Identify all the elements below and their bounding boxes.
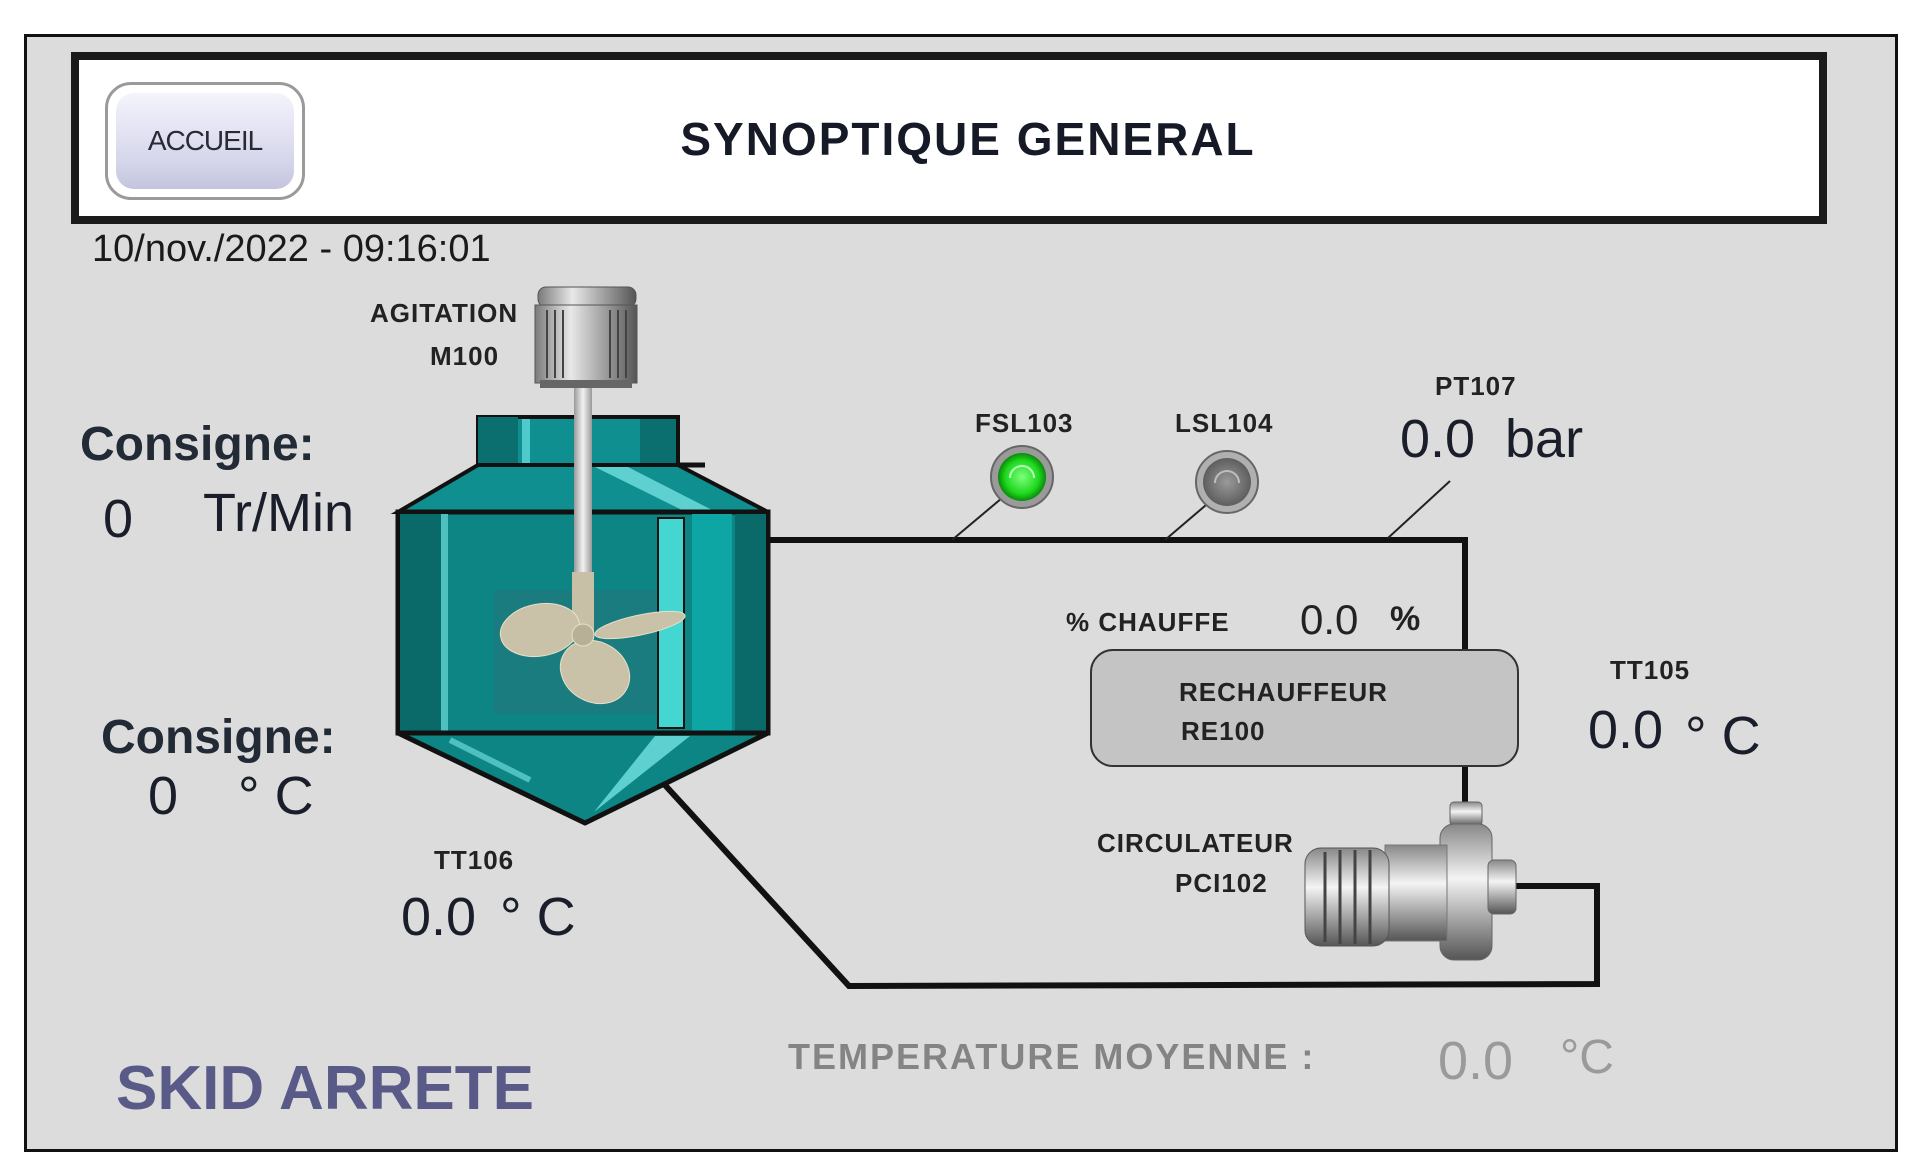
agitator-motor-icon xyxy=(534,286,638,388)
tt105-tag: TT105 xyxy=(1610,655,1691,685)
lsl104-tag: LSL104 xyxy=(1175,408,1274,438)
datetime: 10/nov./2022 - 09:16:01 xyxy=(92,228,491,270)
pt107-unit: bar xyxy=(1505,409,1584,469)
speed-setpoint-label: Consigne: xyxy=(80,418,315,471)
avg-temp-label: TEMPERATURE MOYENNE : xyxy=(788,1036,1316,1077)
speed-setpoint-unit: Tr/Min xyxy=(203,483,354,543)
tt106-unit: ° C xyxy=(500,887,576,947)
heating-value: 0.0 xyxy=(1300,596,1359,643)
header-bar xyxy=(71,52,1827,224)
skid-status: SKID ARRETE xyxy=(116,1054,534,1123)
temp-setpoint-label: Consigne: xyxy=(101,711,336,764)
tt106-tag: TT106 xyxy=(434,845,515,875)
heater-re100 xyxy=(1090,649,1519,767)
heater-name: RECHAUFFEUR xyxy=(1179,677,1388,707)
pump-tag: PCI102 xyxy=(1175,868,1268,898)
agitator-shaft xyxy=(574,385,592,575)
heater-tag: RE100 xyxy=(1181,716,1266,746)
speed-setpoint-value[interactable]: 0 xyxy=(103,489,134,549)
agitation-label: AGITATION xyxy=(370,298,519,328)
propeller-icon xyxy=(499,602,686,705)
pipe-supply xyxy=(748,537,1468,652)
pt107-tag: PT107 xyxy=(1435,371,1517,401)
heating-label: % CHAUFFE xyxy=(1066,607,1230,637)
avg-temp-unit: °C xyxy=(1560,1031,1614,1084)
avg-temp-value: 0.0 xyxy=(1438,1031,1514,1091)
tank xyxy=(390,385,771,826)
fsl103-tag: FSL103 xyxy=(975,408,1074,438)
pipe-return xyxy=(650,769,1600,990)
tt105-value: 0.0 xyxy=(1588,700,1664,760)
pt107-value: 0.0 xyxy=(1400,409,1476,469)
agitation-tag: M100 xyxy=(430,341,500,371)
home-button-label: ACCUEIL xyxy=(116,93,294,189)
pump-name: CIRCULATEUR xyxy=(1097,828,1294,858)
tt105-unit: ° C xyxy=(1685,706,1761,766)
lsl104-lamp-icon xyxy=(1195,450,1259,514)
tt106-value: 0.0 xyxy=(401,887,477,947)
heating-unit: % xyxy=(1390,600,1421,638)
home-button[interactable]: ACCUEIL xyxy=(105,82,305,200)
temp-setpoint-value[interactable]: 0 xyxy=(148,766,179,826)
circulator-pump-icon xyxy=(1304,801,1517,961)
temp-setpoint-unit: ° C xyxy=(238,766,314,826)
fsl103-lamp-icon xyxy=(990,445,1054,509)
page-title: SYNOPTIQUE GENERAL xyxy=(680,113,1256,165)
instrument-leaders xyxy=(951,480,1451,541)
